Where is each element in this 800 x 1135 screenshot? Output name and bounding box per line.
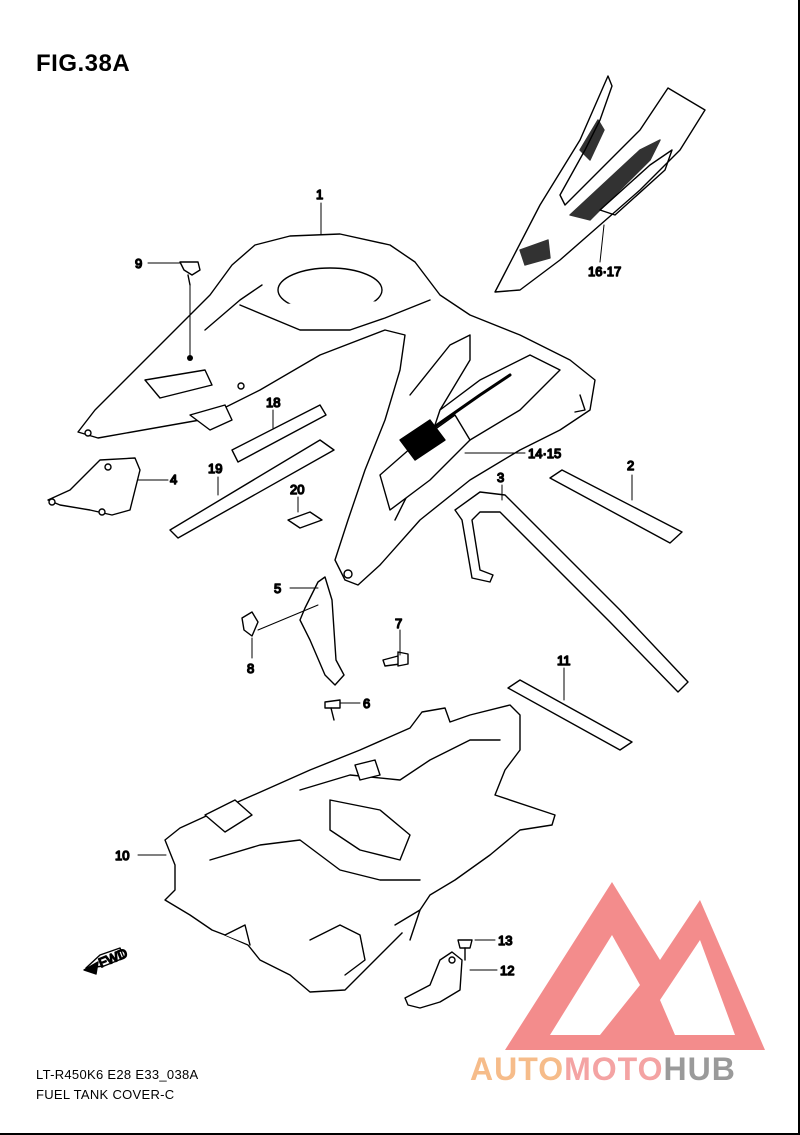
leader-lines	[137, 202, 633, 971]
callout-6: 6	[363, 696, 370, 711]
callout-4: 4	[170, 472, 177, 487]
part-8-clip[interactable]	[241, 611, 259, 637]
watermark-text-auto: AUTO	[470, 1051, 565, 1087]
part-7-screw[interactable]	[382, 651, 409, 667]
callout-16-17: 16·17	[588, 264, 621, 279]
fwd-arrow-icon	[83, 947, 125, 975]
part-19-strip[interactable]	[169, 439, 335, 539]
part-4-bracket[interactable]	[47, 457, 141, 516]
callout-14-15: 14·15	[528, 446, 561, 461]
callout-13: 13	[498, 933, 512, 948]
callout-2: 2	[627, 458, 634, 473]
part-16-17-decal[interactable]	[494, 75, 706, 293]
part-18-strip[interactable]	[231, 404, 327, 463]
callout-20: 20	[290, 482, 304, 497]
part-11-strip[interactable]	[507, 679, 633, 751]
watermark-text: AUTOMOTOHUB	[470, 1053, 736, 1085]
callout-8: 8	[247, 661, 254, 676]
callout-7: 7	[395, 616, 402, 631]
part-10-under-cover[interactable]	[164, 704, 556, 993]
watermark-text-moto: MOTO	[564, 1051, 664, 1087]
part-9-clip-fastener[interactable]	[179, 261, 201, 286]
part-3-support-bar[interactable]	[454, 491, 689, 693]
callout-12: 12	[500, 963, 514, 978]
part-1-fuel-tank-cover[interactable]	[77, 233, 596, 586]
callout-5: 5	[274, 581, 281, 596]
fwd-label: FWD	[96, 945, 129, 970]
part-5-bracket-plate[interactable]	[299, 576, 345, 686]
callout-10: 10	[115, 848, 129, 863]
part-2-cushion[interactable]	[549, 469, 683, 544]
fastener-hole	[187, 355, 193, 361]
watermark-triangle-icon	[505, 882, 765, 1050]
diagram-name: FUEL TANK COVER-C	[36, 1087, 175, 1102]
callout-9: 9	[135, 256, 142, 271]
part-13-screw[interactable]	[457, 939, 473, 961]
callout-18: 18	[266, 395, 280, 410]
callout-3: 3	[497, 470, 504, 485]
part-20-pad[interactable]	[287, 511, 323, 529]
callout-19: 19	[208, 461, 222, 476]
callout-11: 11	[557, 653, 571, 668]
part-12-bracket[interactable]	[404, 951, 463, 1009]
diagram-code: LT-R450K6 E28 E33_038A	[36, 1067, 199, 1082]
watermark-text-hub: HUB	[663, 1051, 736, 1087]
part-6-screw[interactable]	[324, 699, 341, 721]
figure-title: FIG.38A	[36, 50, 131, 77]
callout-1: 1	[316, 187, 323, 202]
